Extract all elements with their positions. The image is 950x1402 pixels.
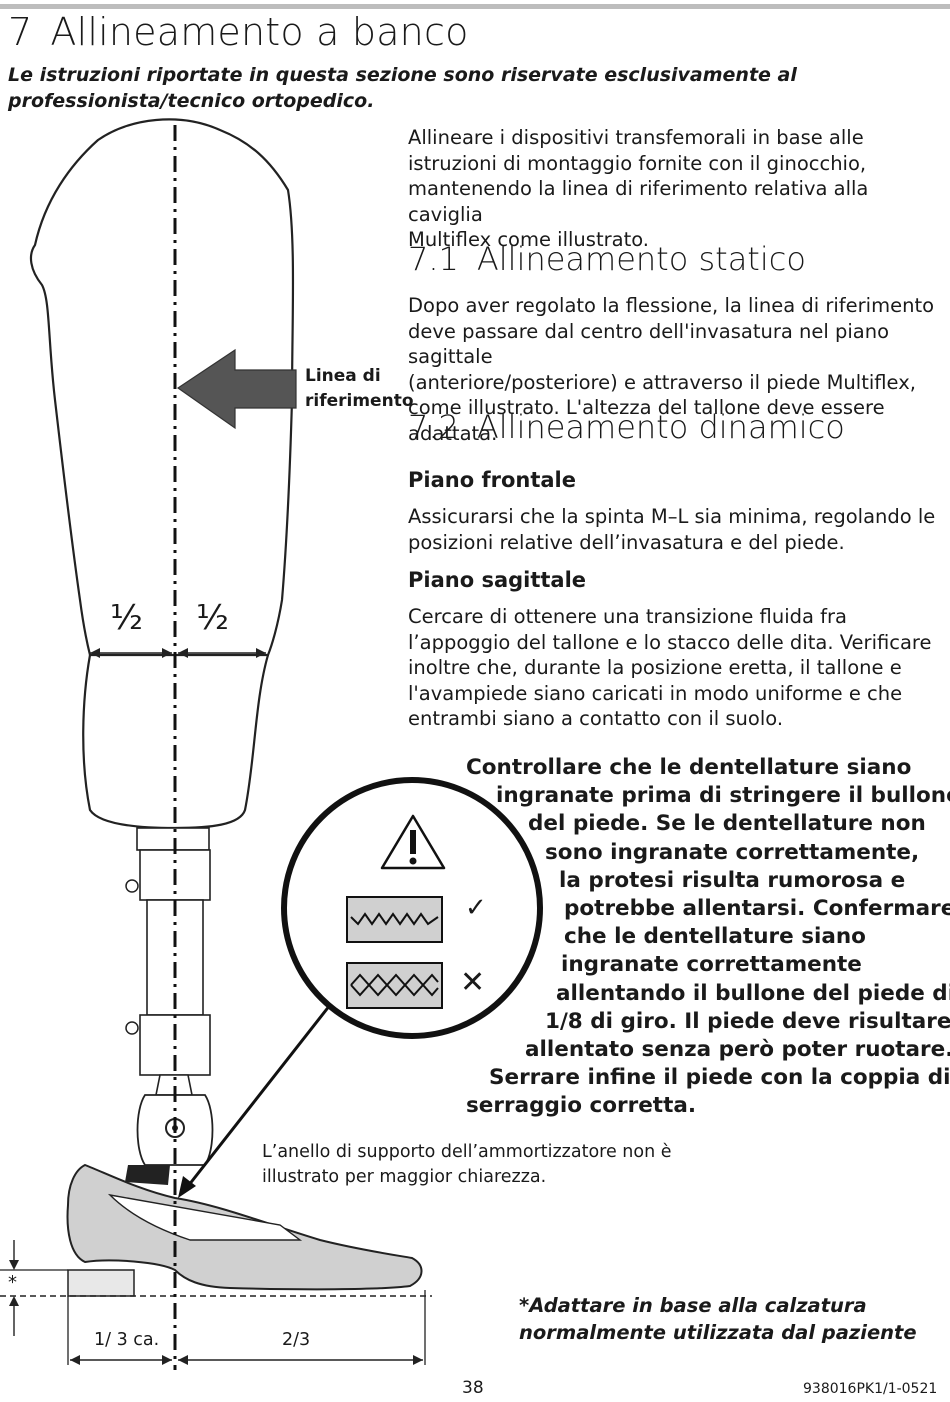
intro-note: Le istruzioni riportate in questa sezion… [8, 64, 797, 112]
section-title: Allineamento a banco [50, 10, 469, 54]
pylon-clamp-top [136, 827, 210, 851]
teeth-warning-text: Controllare che le dentellature siano in… [466, 755, 950, 1119]
heading-sagittal-plane: Piano sagittale [408, 568, 587, 592]
intro-paragraph: Allineare i dispositivi transfemorali in… [408, 126, 869, 251]
heel-wedge [67, 1269, 135, 1297]
footnote: *Adattare in base alla calzatura normalm… [519, 1294, 917, 1344]
check-mark-icon: ✓ [465, 893, 487, 923]
dim-two-thirds: 2/3 [282, 1330, 311, 1350]
heading-frontal-plane: Piano frontale [408, 468, 576, 492]
top-rule [0, 4, 950, 9]
static-alignment-text: Dopo aver regolato la flessione, la line… [408, 294, 935, 445]
reference-label: Linea di riferimento [305, 366, 414, 411]
heel-height-asterisk: * [8, 1272, 17, 1293]
cross-mark-icon: ✕ [460, 965, 486, 1000]
reference-arrow [176, 348, 297, 430]
figure-caption: L’anello di supporto dell’ammortizzatore… [262, 1142, 672, 1187]
document-id: 938016PK1/1-0521 [803, 1381, 938, 1397]
frontal-plane-text: Assicurarsi che la spinta M–L sia minima… [408, 505, 936, 554]
page-title: 7 Allineamento a banco [8, 10, 469, 54]
shin-outline [82, 654, 270, 830]
bumper [125, 1165, 170, 1185]
dim-one-third: 1/ 3 ca. [94, 1330, 160, 1350]
sagittal-plane-text: Cercare di ottenere una transizione flui… [408, 605, 932, 730]
section-number: 7 [8, 10, 33, 54]
teeth-misaligned-icon [346, 962, 443, 1009]
warning-triangle-icon [380, 814, 446, 870]
teeth-engaged-icon [346, 896, 443, 943]
half-right-label: ½ [196, 598, 229, 638]
half-left-label: ½ [110, 598, 143, 638]
page-number: 38 [462, 1378, 484, 1398]
